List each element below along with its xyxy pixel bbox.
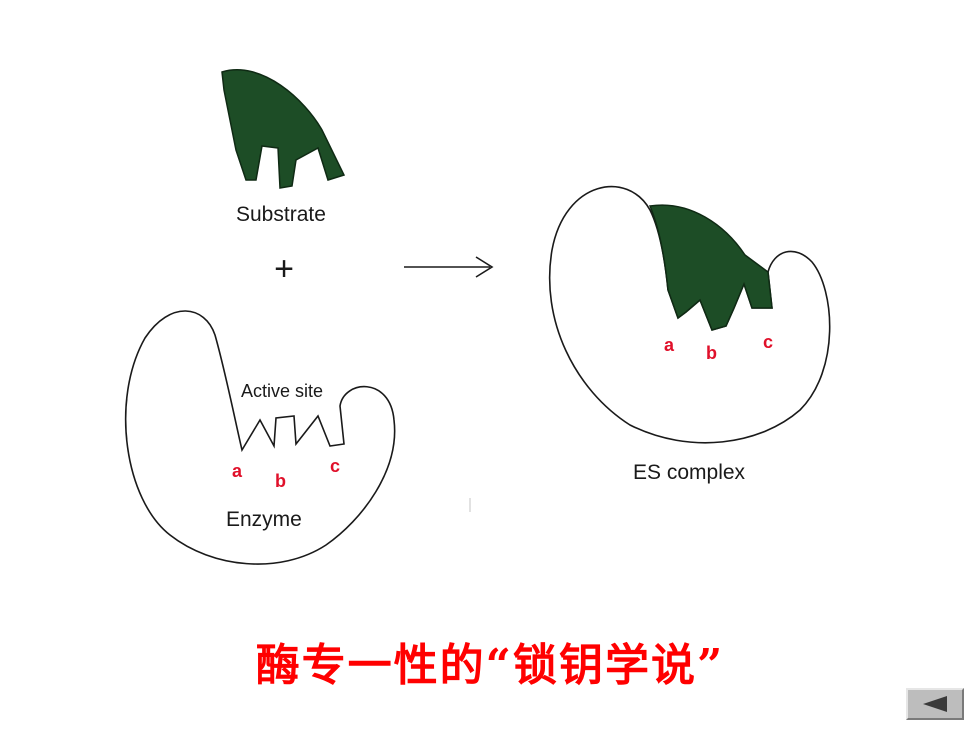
enzyme-site-a: a xyxy=(232,461,243,481)
active-site-label: Active site xyxy=(241,381,323,401)
back-triangle-icon xyxy=(923,696,947,712)
reaction-arrow-icon xyxy=(404,256,494,278)
enzyme-site-c: c xyxy=(330,456,340,476)
complex-site-a: a xyxy=(664,335,675,355)
complex-site-c: c xyxy=(763,332,773,352)
slide-caption: 酶专一性的“锁钥学说” xyxy=(255,640,725,691)
lock-and-key-diagram: Substrate + Active site a b c Enzyme a b… xyxy=(124,69,831,565)
substrate-label: Substrate xyxy=(236,203,326,226)
enzyme-site-b: b xyxy=(275,471,286,491)
enzyme-label: Enzyme xyxy=(226,508,302,531)
back-button[interactable] xyxy=(906,688,964,720)
es-complex-label: ES complex xyxy=(633,461,746,484)
plus-sign: + xyxy=(274,250,294,288)
complex-site-b: b xyxy=(706,343,717,363)
enzyme-shape xyxy=(124,310,396,565)
substrate-shape xyxy=(221,69,346,189)
es-substrate-shape xyxy=(648,204,773,331)
